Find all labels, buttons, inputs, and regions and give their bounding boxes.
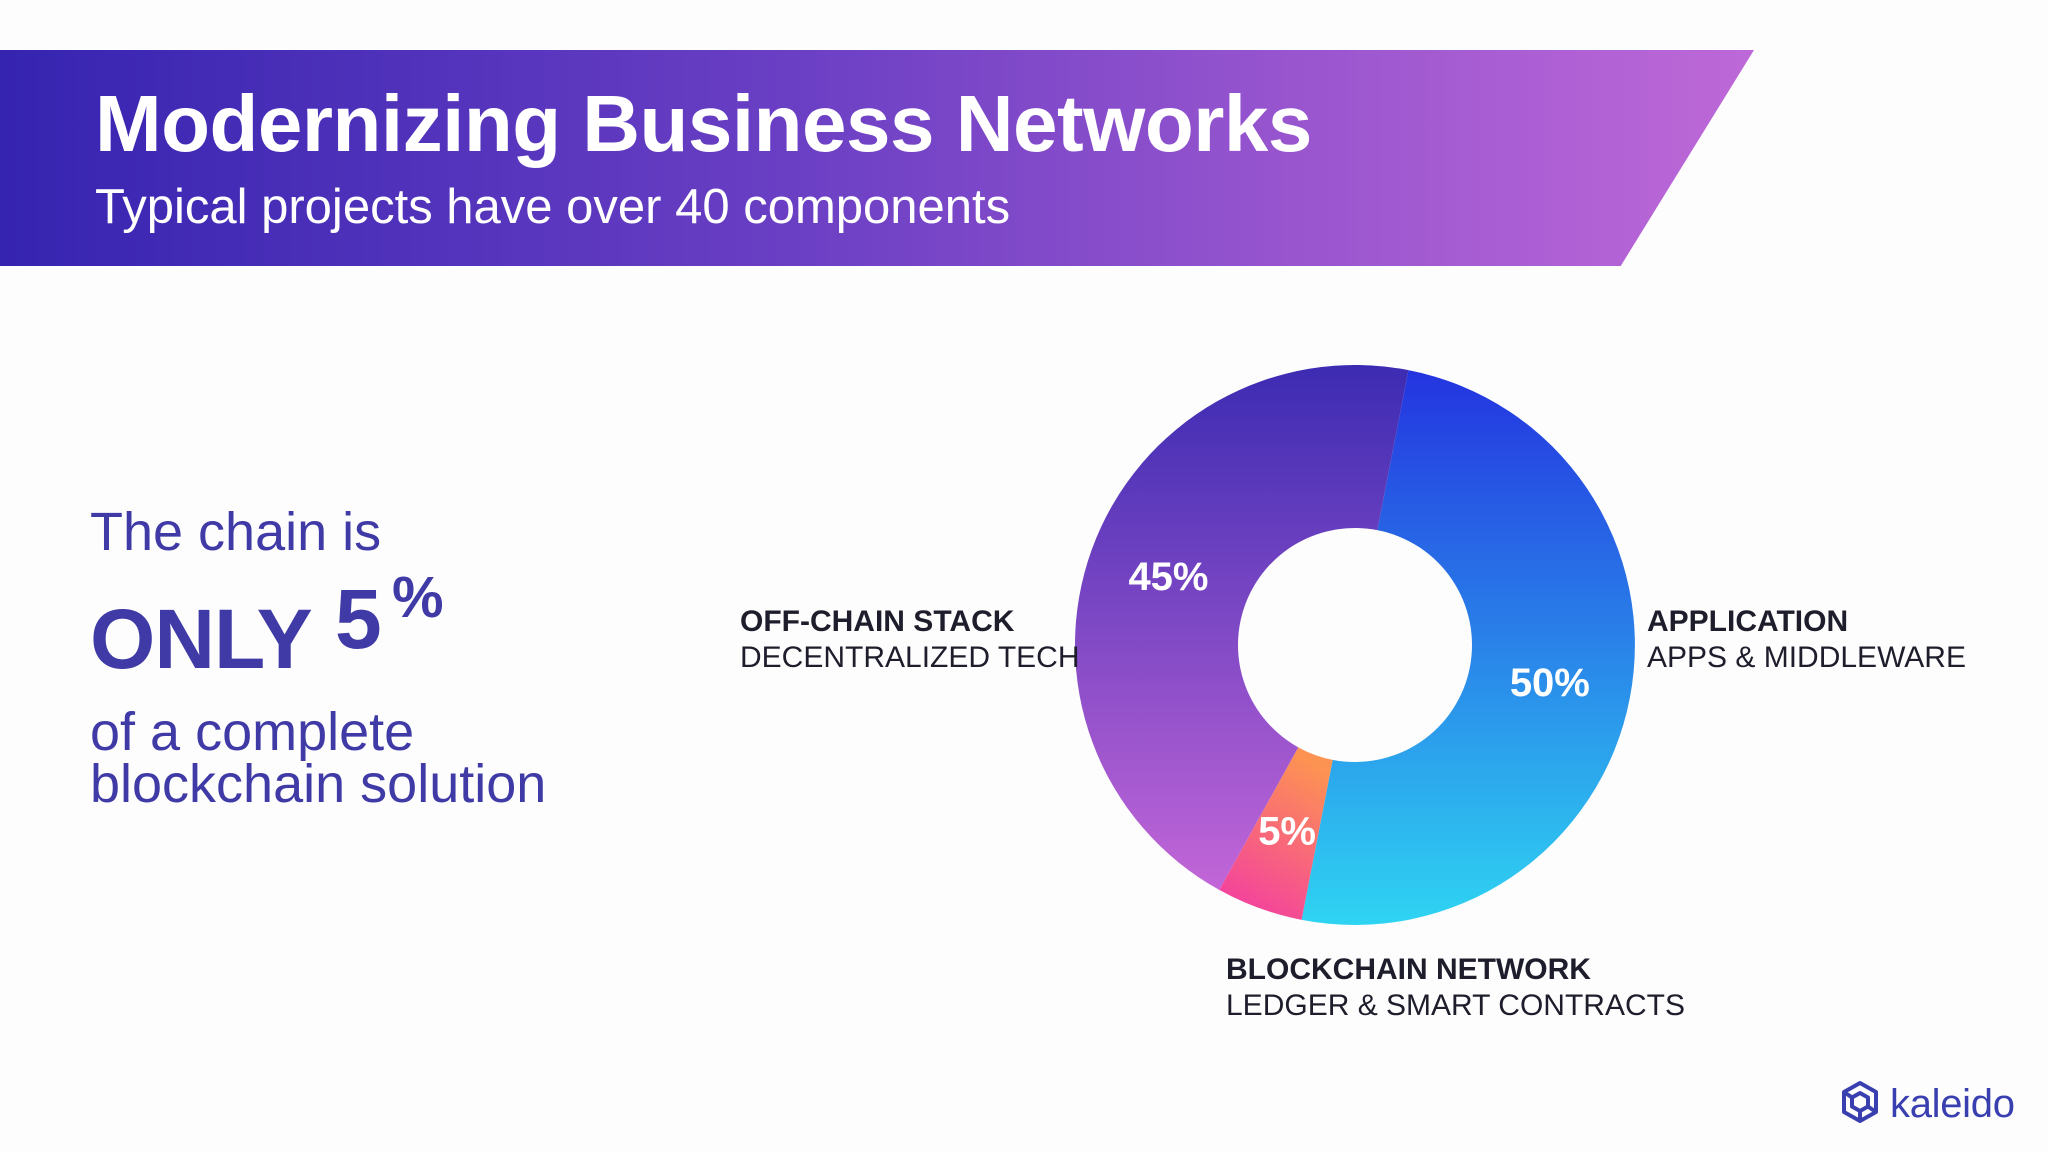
page-title: Modernizing Business Networks: [95, 79, 1312, 168]
header-banner: Modernizing Business Networks Typical pr…: [0, 50, 1754, 266]
callout-emphasis-word: ONLY: [90, 591, 313, 686]
donut-slice-application: [1301, 370, 1635, 925]
legend-blockchain-network: BLOCKCHAIN NETWORK LEDGER & SMART CONTRA…: [1226, 952, 1685, 1024]
donut-chart: 50% 5% 45%: [1075, 365, 1635, 925]
donut-label-application: 50%: [1510, 661, 1590, 705]
donut-slice-blockchain-network: [1219, 747, 1333, 920]
callout-emphasis-unit: %: [392, 564, 444, 630]
kaleido-logo-icon: [1838, 1080, 1882, 1129]
legend-application-title: APPLICATION: [1647, 605, 1849, 638]
legend-off-chain-subtitle: DECENTRALIZED TECH: [740, 641, 1080, 674]
legend-application-subtitle: APPS & MIDDLEWARE: [1647, 641, 1966, 674]
callout-emphasis: ONLY 5 %: [90, 565, 546, 686]
callout-tail: of a complete blockchain solution: [90, 705, 546, 811]
brand-logo: kaleido: [1838, 1080, 2015, 1129]
donut-slice-off-chain: [1075, 365, 1409, 890]
callout-tail-line-1: of a complete: [90, 701, 415, 762]
callout-emphasis-number: 5: [335, 571, 382, 666]
legend-off-chain-title: OFF-CHAIN STACK: [740, 605, 1015, 638]
callout-lead: The chain is: [90, 502, 382, 562]
legend-blockchain-subtitle: LEDGER & SMART CONTRACTS: [1226, 989, 1685, 1022]
donut-label-off-chain: 45%: [1128, 555, 1208, 599]
brand-name: kaleido: [1890, 1082, 2015, 1126]
donut-label-blockchain-network: 5%: [1258, 810, 1316, 854]
callout-tail-line-2: blockchain solution: [90, 753, 547, 814]
page-subtitle: Typical projects have over 40 components: [95, 180, 1011, 234]
legend-off-chain: OFF-CHAIN STACK DECENTRALIZED TECH: [740, 604, 1080, 676]
legend-application: APPLICATION APPS & MIDDLEWARE: [1647, 604, 1966, 676]
legend-blockchain-title: BLOCKCHAIN NETWORK: [1226, 953, 1591, 986]
chain-share-callout: The chain is ONLY 5 % of a complete bloc…: [90, 500, 546, 811]
